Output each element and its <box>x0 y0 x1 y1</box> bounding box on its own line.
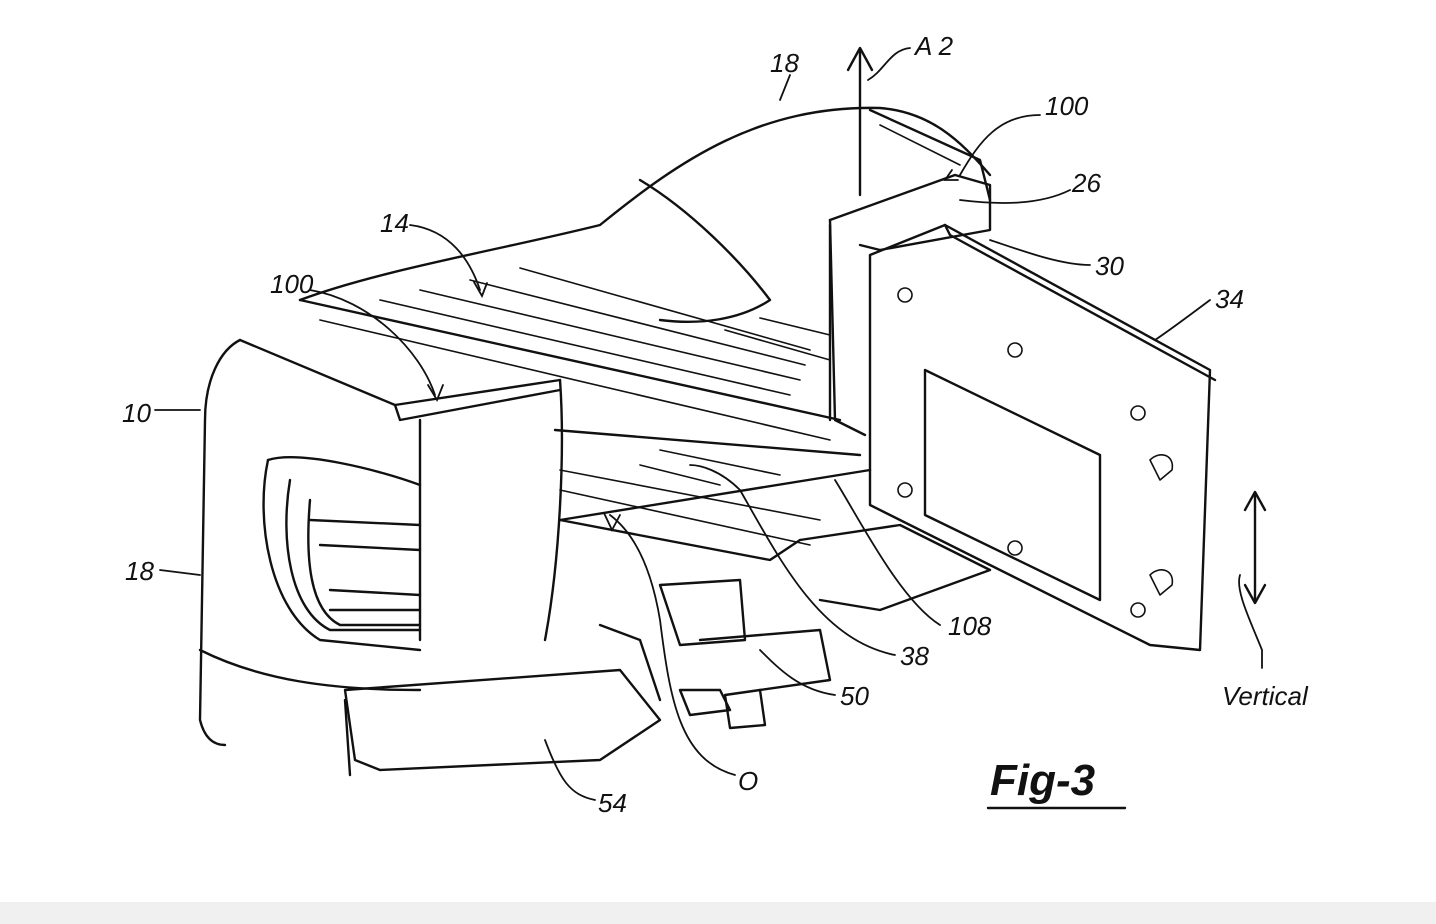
label-34: 34 <box>1215 284 1244 314</box>
label-50: 50 <box>840 681 869 711</box>
label-vertical: Vertical <box>1222 681 1309 711</box>
label-38: 38 <box>900 641 929 671</box>
left-bed-side <box>198 338 564 747</box>
label-14: 14 <box>380 208 409 238</box>
vertical-arrow <box>1238 490 1267 669</box>
viewer-bottom-strip <box>0 902 1436 924</box>
label-30: 30 <box>1095 251 1124 281</box>
bed-floor-ribs <box>298 223 872 546</box>
axis-a2-arrow <box>846 46 911 197</box>
figure-title: Fig-3 <box>990 756 1095 805</box>
label-26: 26 <box>1071 168 1101 198</box>
truck-cab-outline <box>298 106 992 323</box>
label-10: 10 <box>122 398 151 428</box>
rear-bumper <box>343 518 992 777</box>
label-18-left: 18 <box>125 556 154 586</box>
label-a2: A 2 <box>913 31 954 61</box>
label-108: 108 <box>948 611 992 641</box>
label-100-right: 100 <box>1045 91 1089 121</box>
figure-caption: Fig-3 <box>986 756 1127 810</box>
label-18-top: 18 <box>770 48 799 78</box>
label-100-left: 100 <box>270 269 314 299</box>
label-o: O <box>738 766 758 796</box>
tailgate-step-panel <box>828 173 1217 652</box>
reference-labels: 18 A 2 100 26 30 34 14 100 10 18 108 38 … <box>122 31 1309 818</box>
label-54: 54 <box>598 788 627 818</box>
leader-lines <box>154 74 1211 801</box>
